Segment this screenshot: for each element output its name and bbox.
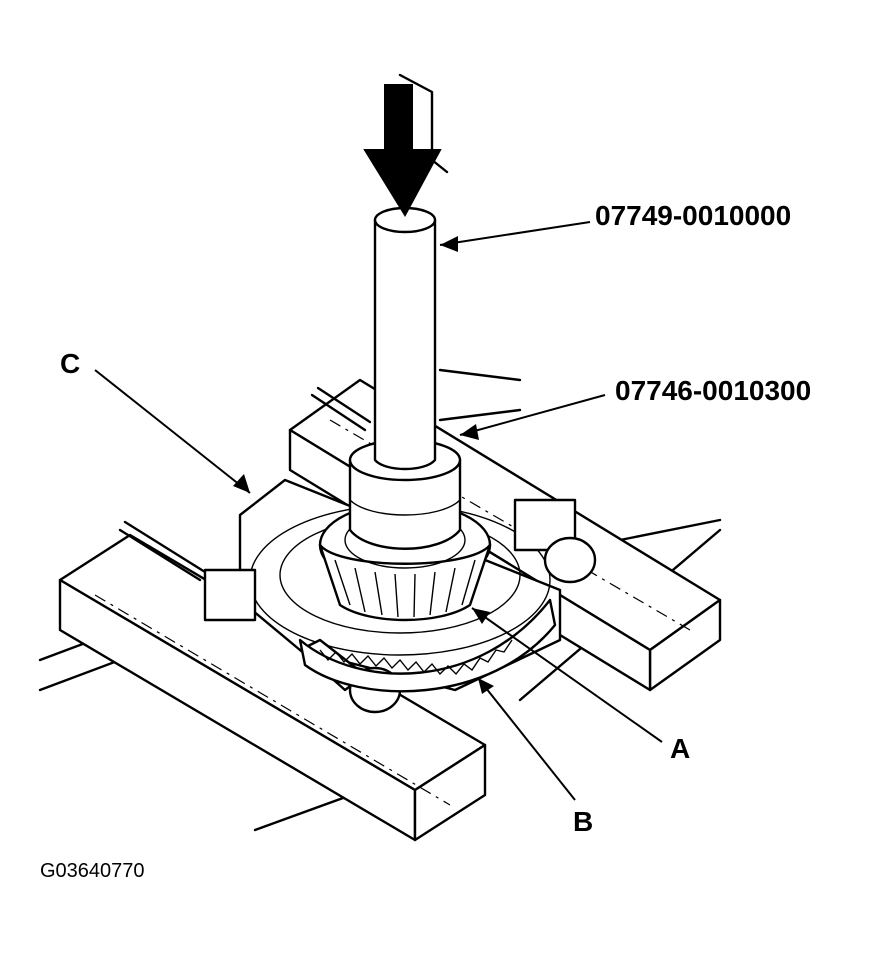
- callout-a-label: A: [670, 733, 691, 764]
- figure-id: G03640770: [40, 860, 145, 882]
- ring-gear: [298, 598, 557, 693]
- attachment-tool-label: 07746-0010300: [615, 375, 812, 406]
- callout-b-label: B: [573, 806, 594, 837]
- callout-c-label: C: [60, 348, 81, 379]
- driver-shaft: [373, 206, 437, 471]
- support-block-front: [58, 533, 487, 842]
- driver-tool-label: 07749-0010000: [595, 200, 792, 231]
- leader-lines: [94, 221, 663, 801]
- down-arrow-icon: [363, 73, 449, 218]
